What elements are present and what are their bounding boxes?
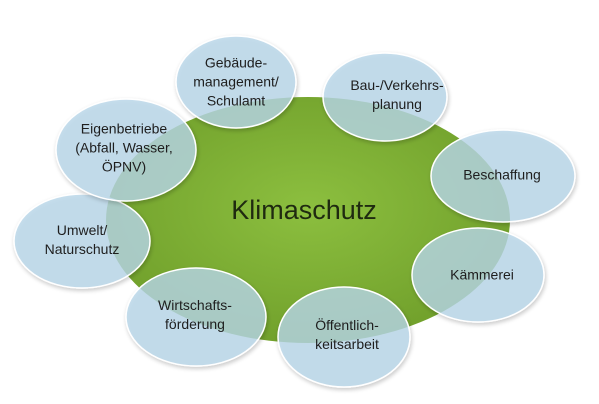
bubble-kaemmerei	[411, 227, 545, 323]
bubble-label-line: keitsarbeit	[315, 336, 379, 352]
bubble-label-wirtschaft: Wirtschafts-förderung	[158, 296, 232, 334]
center-label: Klimaschutz	[231, 194, 377, 226]
bubble-eigenbetriebe	[55, 98, 197, 202]
bubble-label-line: Kämmerei	[450, 266, 514, 283]
bubble-label-line: management/	[193, 73, 279, 90]
bubble-label-line: Öffentlich-	[315, 317, 379, 333]
bubble-label-bau: Bau-/Verkehrs-planung	[350, 76, 443, 114]
bubble-label-line: Eigenbetriebe	[80, 120, 168, 137]
bubble-label-eigenbetriebe: Eigenbetriebe (Abfall, Wasser, ÖPNV)	[75, 120, 173, 177]
bubble-label-line: Beschaffung	[463, 166, 541, 183]
bubble-label-gebaeude: Gebäude-management/Schulamt	[193, 54, 279, 111]
bubble-label-line: Naturschutz	[44, 241, 120, 257]
bubble-label-line: Schulamt	[206, 92, 266, 109]
bubble-label-line: (Abfall, Wasser,	[75, 139, 173, 156]
center-label-text: Klimaschutz	[231, 195, 377, 225]
bubble-label-line: ÖPNV)	[101, 158, 147, 175]
bubble-label-line: förderung	[165, 316, 225, 332]
bubble-label-line: Umwelt/	[56, 222, 108, 238]
bubble-label-oeffentlichkeit: Öffentlich-keitsarbeit	[315, 316, 379, 354]
bubble-label-beschaffung: Beschaffung	[463, 166, 541, 185]
bubble-oeffentlichkeit	[277, 286, 411, 388]
bubble-beschaffung	[430, 129, 576, 223]
bubble-label-umwelt: Umwelt/Naturschutz	[45, 221, 120, 259]
bubble-label-line: Bau-/Verkehrs-	[350, 77, 444, 93]
bubble-umwelt	[13, 193, 151, 289]
bubble-label-line: Gebäude-	[204, 54, 268, 71]
bubble-bau	[322, 52, 448, 142]
bubble-label-line: Wirtschafts-	[158, 297, 232, 313]
bubble-gebaeude	[175, 35, 297, 129]
bubble-wirtschaft	[125, 267, 267, 367]
bubble-label-line: planung	[372, 96, 422, 112]
bubble-label-kaemmerei: Kämmerei	[450, 266, 514, 285]
